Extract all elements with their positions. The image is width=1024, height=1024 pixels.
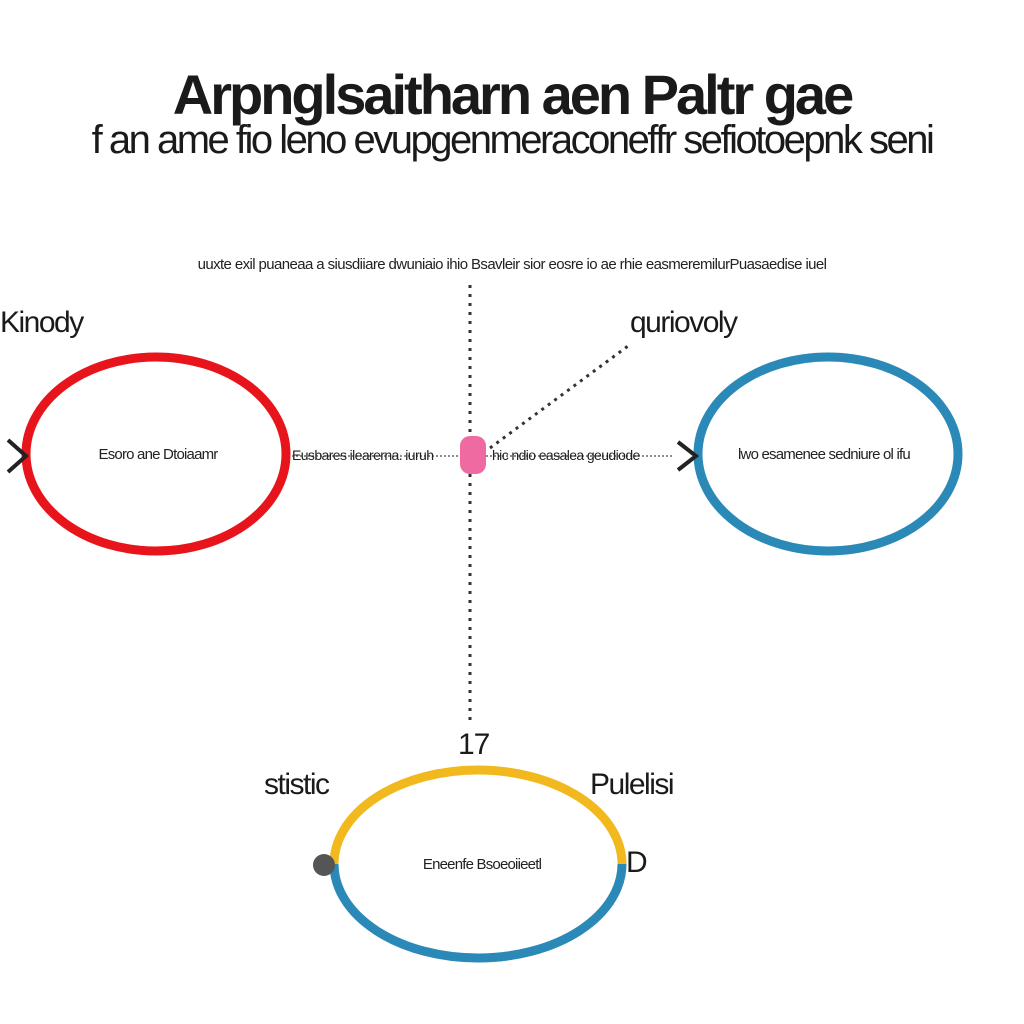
- bottom-right-label: Pulelisi: [590, 768, 675, 801]
- page-subtitle: f an ame fio leno evupgenmeraconeffr sef…: [91, 118, 935, 162]
- bottom-left-label: stistic: [264, 768, 330, 801]
- left-edge-label: Eusbares ilearerna. iuruh: [292, 447, 434, 463]
- right-node-label: quriovoly: [630, 306, 738, 339]
- bottom-left-handle: [313, 854, 335, 876]
- right-ring-text: lwo esamenee sedniure ol ifu: [738, 446, 911, 463]
- bottom-ring-text: Eneenfe Bsoeoiieetl: [422, 856, 542, 873]
- left-ring-text: Esoro ane Dtoiaamr: [98, 446, 219, 463]
- left-ring-arrow-icon: [6, 438, 30, 474]
- right-edge-label: hic ndio easalea geudiode: [492, 447, 640, 463]
- right-ring: [693, 352, 963, 556]
- page-title: Arpnglsaitharn aen Paltr gae: [172, 63, 854, 126]
- diagram-caption: uuxte exil puaneaa a siusdiiare dwuniaio…: [197, 256, 827, 273]
- vertical-number: 17: [458, 728, 490, 761]
- left-node-label: Kinody: [0, 306, 84, 339]
- bottom-right-end-label: D: [626, 846, 648, 879]
- hub-node: [460, 436, 486, 474]
- bottom-ring-top-arc: [329, 765, 627, 865]
- bottom-ring-bottom-arc: [329, 863, 627, 963]
- right-ring-arrow-icon: [676, 440, 700, 472]
- diagonal-connector: [489, 344, 629, 450]
